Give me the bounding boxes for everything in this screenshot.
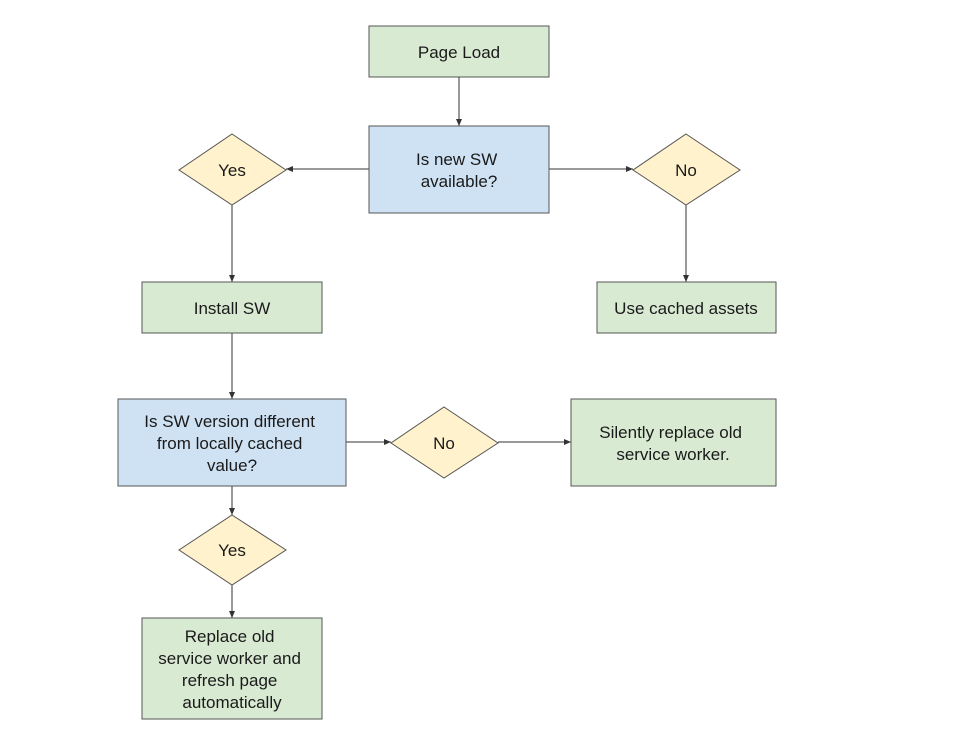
version-question-line-3: value? (207, 456, 257, 475)
version-question-box (117, 398, 347, 487)
replace-refresh-line-3: refresh page (182, 671, 277, 690)
yes-1-diamond (178, 133, 287, 206)
page-load-line: Page Load (418, 43, 500, 62)
page-load-box (368, 25, 550, 78)
version-question-line-2: from locally cached (157, 434, 303, 453)
no-1-label: No (675, 161, 697, 180)
use-cached-assets-line: Use cached assets (614, 299, 758, 318)
yes-2-diamond (178, 514, 287, 586)
silent-replace-label: Silently replace old service worker. (599, 423, 746, 464)
yes-1-label: Yes (218, 161, 246, 180)
yes-2-line: Yes (218, 541, 246, 560)
replace-refresh-label: Replace old service worker and refresh p… (158, 627, 305, 712)
no-2-line: No (433, 434, 455, 453)
new-sw-question-line-2: available? (421, 172, 498, 191)
silent-replace-line-1: Silently replace old (599, 423, 742, 442)
new-sw-question-box (368, 125, 550, 214)
edges (229, 77, 689, 618)
yes-1-line: Yes (218, 161, 246, 180)
new-sw-question-label: Is new SW available? (416, 150, 502, 191)
replace-refresh-line-1: Replace old (185, 627, 275, 646)
no-1-line: No (675, 161, 697, 180)
replace-refresh-box (141, 617, 323, 720)
install-sw-box (141, 281, 323, 334)
labels: Page Load Is new SW available? Yes No In… (144, 43, 758, 712)
use-cached-assets-label: Use cached assets (614, 299, 758, 318)
silent-replace-line-2: service worker. (616, 445, 729, 464)
install-sw-label: Install SW (194, 299, 271, 318)
yes-2-label: Yes (218, 541, 246, 560)
replace-refresh-line-4: automatically (182, 693, 282, 712)
install-sw-line: Install SW (194, 299, 271, 318)
use-cached-assets-box (596, 281, 777, 334)
no-2-label: No (433, 434, 455, 453)
version-question-label: Is SW version different from locally cac… (144, 412, 319, 475)
page-load-label: Page Load (418, 43, 500, 62)
silent-replace-box (570, 398, 777, 487)
version-question-line-1: Is SW version different (144, 412, 315, 431)
no-2-diamond (390, 406, 499, 479)
new-sw-question-line-1: Is new SW (416, 150, 497, 169)
nodes (117, 25, 777, 720)
replace-refresh-line-2: service worker and (158, 649, 301, 668)
no-1-diamond (632, 133, 741, 206)
